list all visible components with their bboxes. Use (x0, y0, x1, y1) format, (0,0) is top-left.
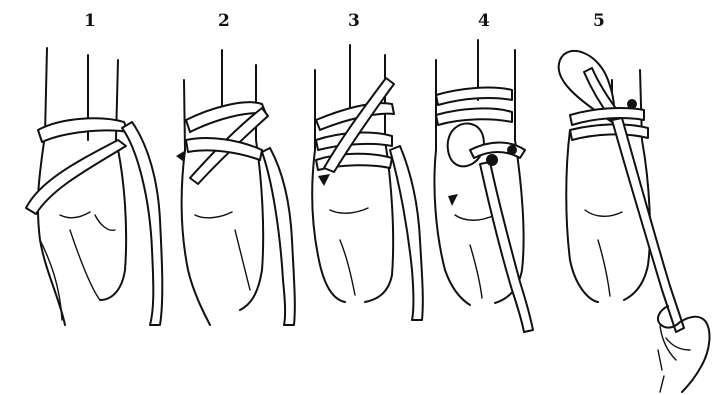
step-3-label: 3 (348, 11, 360, 31)
step-5-label: 5 (593, 11, 605, 31)
step-2-rope-tail (262, 148, 295, 325)
step-1-rope-cross (26, 140, 126, 214)
step-3-arrow (318, 174, 330, 186)
step-5-rope-wrap-2 (570, 124, 648, 140)
step-4-rope-tail (480, 162, 533, 332)
step-5-rope-end-knob (627, 99, 637, 109)
step-5-illustration (559, 51, 710, 392)
step-4-illustration (434, 40, 533, 332)
step-2-label: 2 (218, 11, 230, 31)
step-1-rope-back-wrap (38, 118, 128, 142)
step-5-rope-wrap-1 (570, 108, 644, 125)
step-4-rope-loop (448, 123, 484, 166)
step-5-hand-fingers (658, 326, 690, 392)
step-1-rope-tail (122, 122, 162, 325)
step-4-rope-end-knob-2 (507, 145, 517, 155)
step-1-label: 1 (84, 11, 96, 31)
step-5-pulling-rope (612, 118, 684, 332)
step-4-fur-marks (455, 215, 495, 298)
step-5-leg-left-outline (566, 130, 598, 302)
step-4-rope-wrap-2 (436, 108, 512, 125)
step-1-illustration (26, 48, 162, 325)
step-2-illustration (176, 50, 295, 325)
step-4-label: 4 (478, 11, 490, 31)
step-3-rope-tail (390, 146, 423, 320)
step-3-leg-left-outline (312, 70, 345, 302)
step-3-illustration (312, 45, 423, 320)
step-4-arrow (448, 194, 458, 206)
step-4-rope-end-knob (486, 154, 498, 166)
step-2-fur-marks (195, 212, 250, 290)
step-3-fur-marks (330, 208, 368, 295)
step-1-leg-right-outline (100, 60, 126, 300)
step-1-fur-marks (60, 212, 115, 230)
step-4-rope-top-wrap (436, 88, 512, 105)
step-5-fur-marks (585, 210, 622, 296)
